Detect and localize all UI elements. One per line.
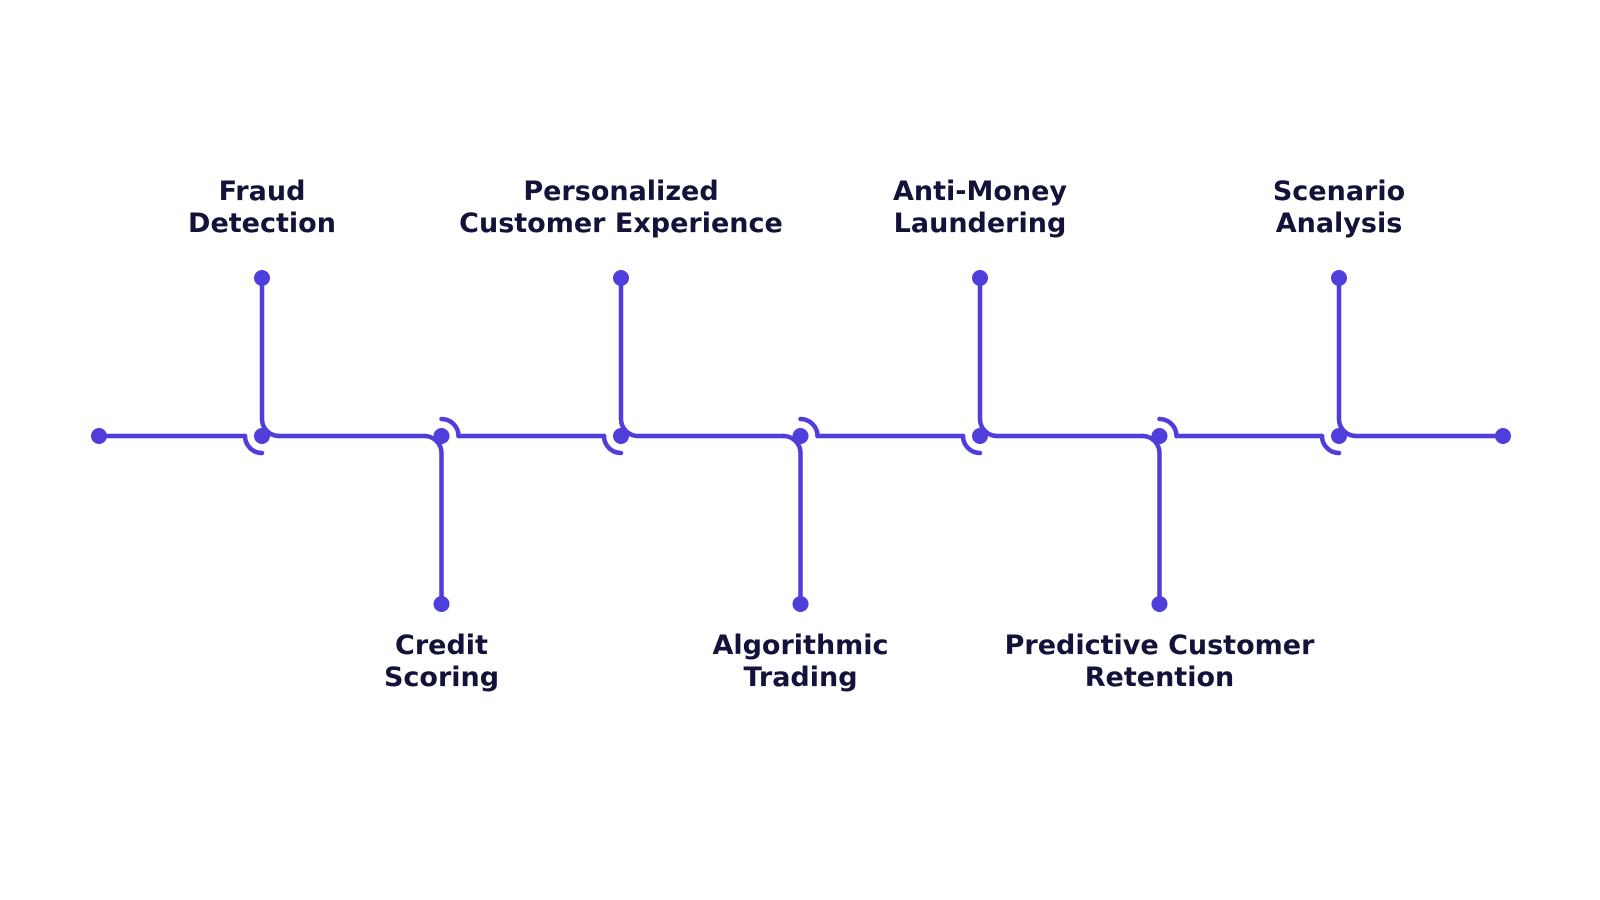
timeline-label-line: Laundering [893,208,1067,239]
branch-line [259,275,282,439]
timeline-label-line: Scenario [1272,176,1406,207]
branch-end-dot [1331,270,1347,286]
timeline-label-line: Retention [1084,662,1235,693]
branch-line [781,433,803,607]
branch-line [977,275,1000,439]
branch-line [422,433,444,607]
branch-end-dot [792,596,809,612]
branch-line [618,275,641,439]
node-dot [433,428,450,444]
node-bracket [798,416,820,439]
timeline-label-line: Anti-Money [892,176,1068,207]
timeline-label-line: Scoring [383,662,500,693]
branch-line [1140,433,1162,607]
node-bracket [1319,433,1342,456]
timeline-label-line: Algorithmic [712,630,889,661]
node-dot [972,428,988,444]
branch-end-dot [433,596,450,612]
node-bracket [1157,416,1179,439]
timeline-label-line: Credit [395,630,488,661]
node-bracket [242,433,265,456]
node-bracket [439,416,461,439]
timeline-label-line: Predictive Customer [1004,630,1315,661]
axis-end-dot [1495,428,1511,444]
timeline-label-line: Customer Experience [459,208,783,239]
timeline-label-line: Fraud [218,176,306,207]
node-bracket [960,433,983,456]
timeline-label-line: Personalized [523,176,719,207]
branch-line [1336,275,1359,439]
timeline-label-line: Trading [743,662,858,693]
branch-end-dot [972,270,988,286]
branch-end-dot [1151,596,1168,612]
timeline-label-line: Detection [188,208,336,239]
node-bracket [601,433,624,456]
branch-end-dot [613,270,629,286]
timeline-label-line: Analysis [1275,208,1403,239]
node-dot [1331,428,1347,444]
node-dot [613,428,629,444]
node-dot [1151,428,1168,444]
node-dot [254,428,270,444]
axis-start-dot [91,428,107,444]
node-dot [792,428,809,444]
branch-end-dot [254,270,270,286]
